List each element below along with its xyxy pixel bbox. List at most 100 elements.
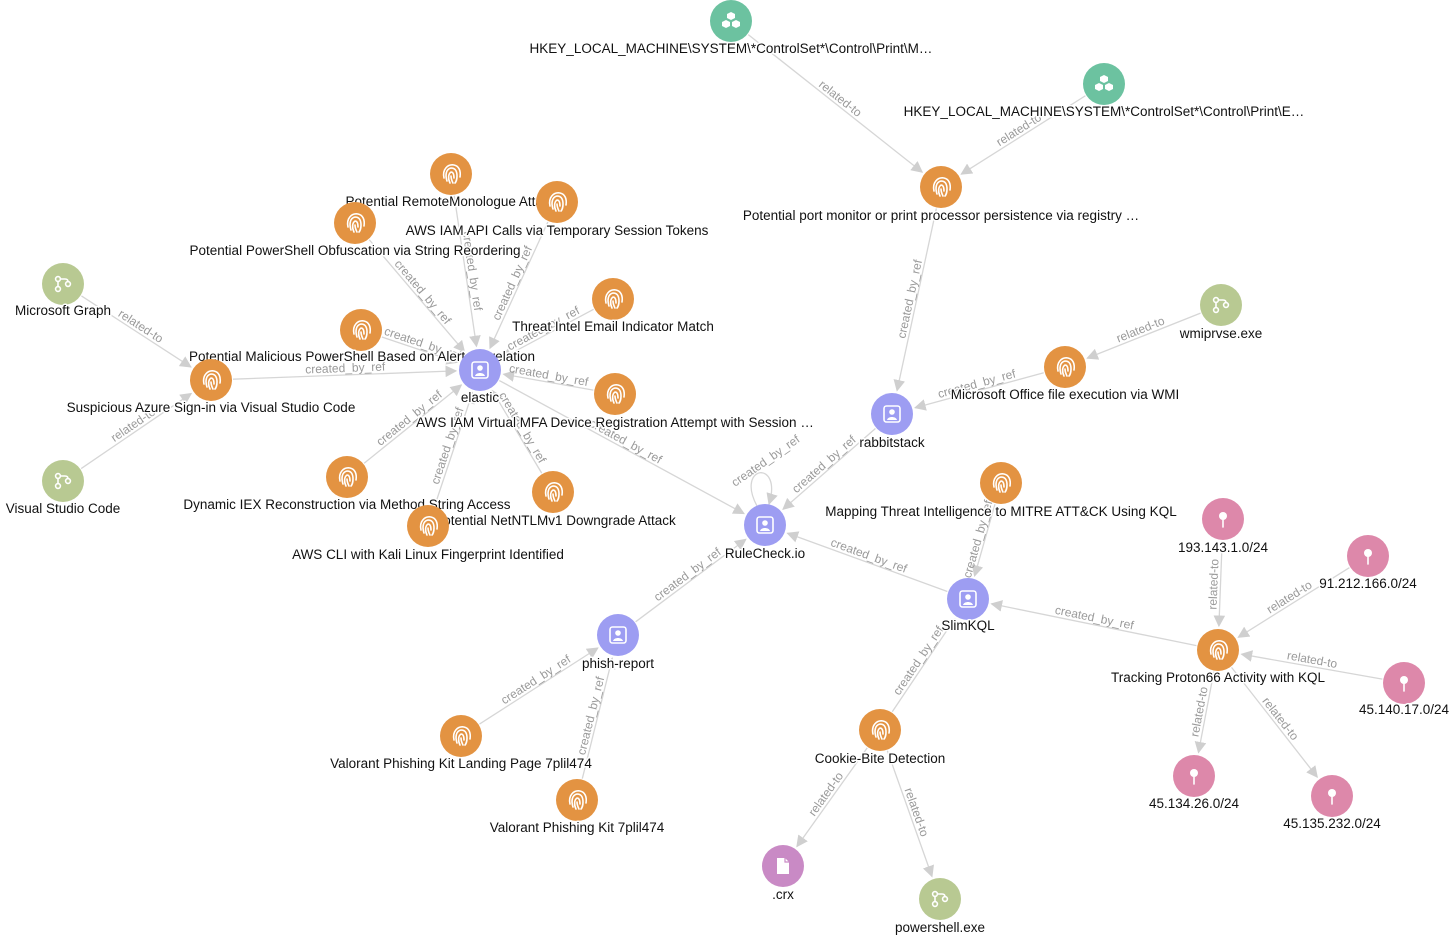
- node-label: elastic: [461, 390, 500, 405]
- node-label: 91.212.166.0/24: [1319, 576, 1417, 591]
- node-awsmfa[interactable]: [594, 373, 636, 415]
- edge-label: related-to: [1187, 685, 1210, 738]
- edge-created-by-ref[interactable]: created_by_ref: [893, 208, 937, 392]
- fingerprint-icon: [346, 213, 366, 233]
- indicator-node-circle[interactable]: [859, 709, 901, 751]
- edge-label: related-to: [1206, 558, 1222, 610]
- node-label: AWS CLI with Kali Linux Fingerprint Iden…: [292, 547, 564, 562]
- edge-created-by-ref[interactable]: created_by_ref: [453, 195, 485, 348]
- node-label: 45.134.26.0/24: [1149, 796, 1240, 811]
- node-ip2[interactable]: [1347, 535, 1389, 577]
- fingerprint-icon: [452, 726, 472, 746]
- fingerprint-icon: [338, 467, 358, 487]
- indicator-node-circle[interactable]: [1044, 346, 1086, 388]
- flow-icon: [1212, 296, 1230, 314]
- indicator-node-circle[interactable]: [326, 456, 368, 498]
- node-slimkql[interactable]: [947, 578, 989, 620]
- edge-created-by-ref[interactable]: created_by_ref: [428, 391, 475, 506]
- node-cookie[interactable]: [859, 709, 901, 751]
- node-vscode[interactable]: [42, 460, 84, 502]
- node-ip3[interactable]: [1383, 662, 1425, 704]
- indicator-node-circle[interactable]: [440, 715, 482, 757]
- user-card-icon: [471, 361, 489, 379]
- software-node-circle[interactable]: [42, 263, 84, 305]
- fingerprint-icon: [992, 473, 1012, 493]
- node-msoffice[interactable]: [1044, 346, 1086, 388]
- fingerprint-icon: [1209, 640, 1229, 660]
- node-powershell[interactable]: [919, 878, 961, 920]
- node-remotemono[interactable]: [430, 153, 472, 195]
- node-malps[interactable]: [340, 309, 382, 351]
- node-valland[interactable]: [440, 715, 482, 757]
- indicator-node-circle[interactable]: [190, 359, 232, 401]
- indicator-node-circle[interactable]: [594, 373, 636, 415]
- indicator-node-circle[interactable]: [1197, 629, 1239, 671]
- edge-label: created_by_ref: [729, 432, 803, 490]
- indicator-node-circle[interactable]: [980, 462, 1022, 504]
- node-ip4[interactable]: [1173, 755, 1215, 797]
- indicator-node-circle[interactable]: [532, 471, 574, 513]
- node-threatintel[interactable]: [592, 278, 634, 320]
- indicator-node-circle[interactable]: [340, 309, 382, 351]
- edge-related-to[interactable]: related-to: [1206, 540, 1226, 628]
- node-azure[interactable]: [190, 359, 232, 401]
- indicator-node-circle[interactable]: [430, 153, 472, 195]
- indicator-node-circle[interactable]: [334, 202, 376, 244]
- node-phish[interactable]: [597, 614, 639, 656]
- node-ntlm[interactable]: [532, 471, 574, 513]
- edge-created-by-ref[interactable]: created_by_ref: [232, 360, 458, 380]
- node-dyniex[interactable]: [326, 456, 368, 498]
- node-wmiprvse[interactable]: [1200, 284, 1242, 326]
- node-kali[interactable]: [407, 505, 449, 547]
- software-node-circle[interactable]: [42, 460, 84, 502]
- edge-label: related-to: [805, 769, 846, 819]
- node-label: Potential port monitor or print processo…: [743, 208, 1139, 223]
- node-rulecheck[interactable]: [744, 504, 786, 546]
- node-psobf[interactable]: [334, 202, 376, 244]
- node-elastic[interactable]: [459, 349, 501, 391]
- indicator-node-circle[interactable]: [592, 278, 634, 320]
- node-portmon[interactable]: [920, 166, 962, 208]
- node-reg2[interactable]: [1083, 63, 1125, 105]
- node-label: RuleCheck.io: [725, 546, 805, 561]
- windows-registry-key-node-circle[interactable]: [1083, 63, 1125, 105]
- indicator-node-circle[interactable]: [556, 779, 598, 821]
- node-crx[interactable]: [762, 845, 804, 887]
- edge-created-by-ref[interactable]: created_by_ref: [491, 389, 549, 474]
- windows-registry-key-node-circle[interactable]: [710, 0, 752, 42]
- flow-icon: [54, 275, 72, 293]
- node-rabbitstack[interactable]: [871, 393, 913, 435]
- indicator-node-circle[interactable]: [536, 181, 578, 223]
- pin-icon: [1328, 789, 1336, 805]
- software-node-circle[interactable]: [919, 878, 961, 920]
- node-label: AWS IAM API Calls via Temporary Session …: [406, 223, 709, 238]
- node-mitre[interactable]: [980, 462, 1022, 504]
- indicator-node-circle[interactable]: [407, 505, 449, 547]
- node-msgraph[interactable]: [42, 263, 84, 305]
- node-proton[interactable]: [1197, 629, 1239, 671]
- node-awsiam[interactable]: [536, 181, 578, 223]
- node-ip5[interactable]: [1311, 775, 1353, 817]
- fingerprint-icon: [604, 289, 624, 309]
- edge-created-by-ref[interactable]: created_by_ref: [786, 531, 948, 593]
- fingerprint-icon: [548, 192, 568, 212]
- edge-created-by-ref[interactable]: created_by_ref: [990, 600, 1197, 647]
- edge-label: created_by_ref: [574, 675, 607, 757]
- node-label: 45.140.17.0/24: [1359, 702, 1450, 717]
- edge-label: created_by_ref: [829, 535, 910, 576]
- node-label: Potential Malicious PowerShell Based on …: [189, 349, 535, 364]
- node-reg1[interactable]: [710, 0, 752, 42]
- edge-created-by-ref[interactable]: created_by_ref: [729, 432, 803, 507]
- node-valkit[interactable]: [556, 779, 598, 821]
- edge-created-by-ref[interactable]: created_by_ref: [502, 361, 594, 391]
- node-ip1[interactable]: [1202, 498, 1244, 540]
- cubes-icon: [1095, 75, 1113, 91]
- edge-label: created_by_ref: [508, 361, 590, 389]
- edge-related-to[interactable]: related-to: [886, 750, 934, 878]
- software-node-circle[interactable]: [1200, 284, 1242, 326]
- edge-created-by-ref[interactable]: created_by_ref: [479, 647, 599, 725]
- fingerprint-icon: [419, 516, 439, 536]
- indicator-node-circle[interactable]: [920, 166, 962, 208]
- fingerprint-icon: [932, 177, 952, 197]
